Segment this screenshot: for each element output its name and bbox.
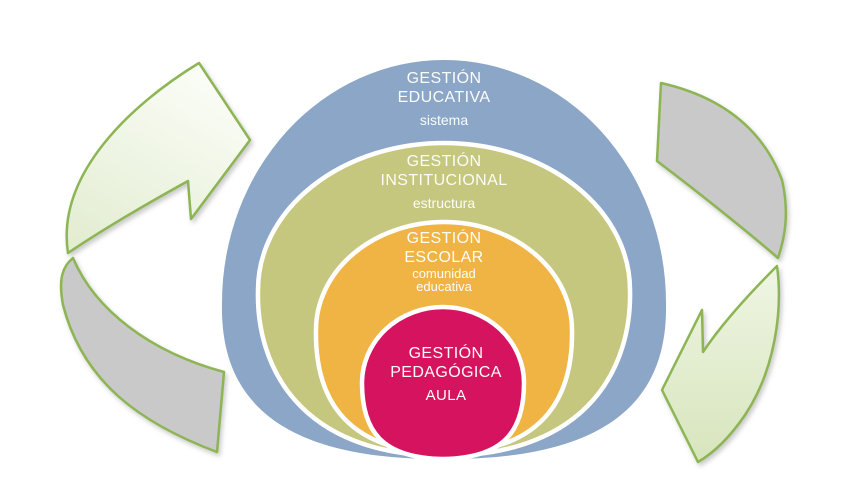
ring-title-line: EDUCATIVA xyxy=(397,89,491,106)
ring-subtitle: AULA xyxy=(425,387,467,404)
ring-title-line: PEDAGÓGICA xyxy=(390,364,502,381)
cycle-arrow-right-arrow-band xyxy=(660,264,781,464)
ring-title-line: INSTITUCIONAL xyxy=(380,172,508,189)
cycle-arrow-left-gray-band xyxy=(59,256,226,454)
cycle-arrow-right xyxy=(655,81,788,464)
label-gestion-pedagogica: GESTIÓN PEDAGÓGICA AULA xyxy=(390,344,502,404)
ring-subtitle-line: educativa xyxy=(416,279,472,294)
cycle-arrow-left xyxy=(59,61,252,454)
label-gestion-institucional: GESTIÓN INSTITUCIONAL estructura xyxy=(381,152,508,211)
cycle-arrow-right-gray-band xyxy=(655,81,788,260)
ring-title-line: GESTIÓN xyxy=(408,345,484,362)
ring-subtitle: sistema xyxy=(419,112,469,128)
ring-title-line: ESCOLAR xyxy=(404,249,484,266)
ring-title-line: GESTIÓN xyxy=(406,153,482,170)
ring-subtitle: estructura xyxy=(412,195,476,211)
ring-gestion-pedagogica xyxy=(359,304,527,462)
cycle-arrow-left-arrow-band xyxy=(65,61,252,255)
ring-title-line: GESTIÓN xyxy=(406,230,482,247)
label-gestion-escolar: GESTIÓN ESCOLAR comunidad educativa xyxy=(404,229,483,293)
ring-subtitle-line: comunidad xyxy=(412,266,476,281)
ring-title-line: GESTIÓN xyxy=(406,70,482,87)
label-gestion-educativa: GESTIÓN EDUCATIVA sistema xyxy=(398,69,491,128)
